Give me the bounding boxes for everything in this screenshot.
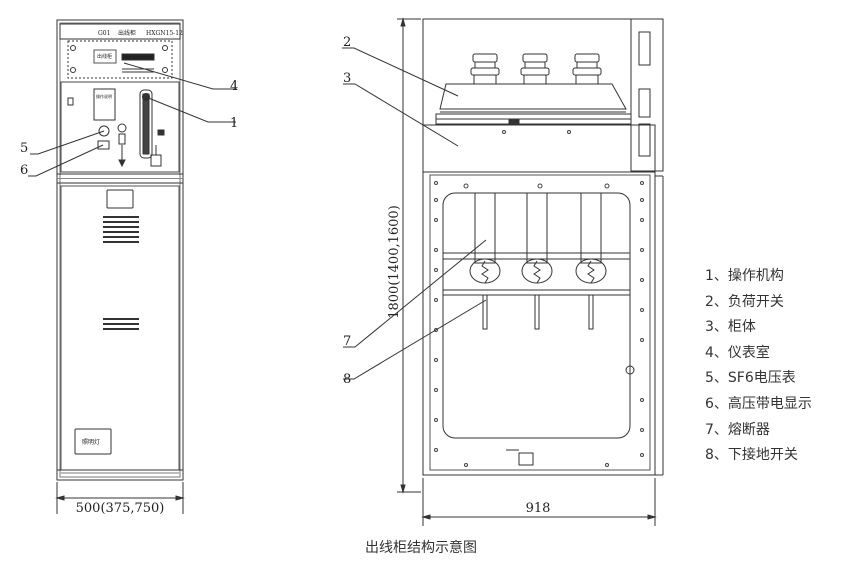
leader-lines <box>28 47 487 380</box>
diagram-caption: 出线柜结构示意图 <box>365 540 477 556</box>
callout-8: 8 <box>343 372 351 387</box>
callout-3: 3 <box>343 71 351 86</box>
live-indicator <box>97 140 110 150</box>
front-header-plate <box>59 23 181 40</box>
front-header-code: G01 <box>98 30 110 37</box>
cabinet-body <box>422 124 656 476</box>
legend-item: 3、柜体 <box>705 319 756 336</box>
front-cabinet-outline <box>56 19 184 481</box>
panel-label: 操作说明 <box>96 93 112 99</box>
legend-item: 1、操作机构 <box>705 268 784 284</box>
side-depth-dimension <box>421 478 657 526</box>
legend-item: 6、高压带电显示 <box>705 395 812 412</box>
front-header-name: 出线柜 <box>118 29 136 37</box>
callout-4: 4 <box>230 79 238 94</box>
front-width-label: 500(375,750) <box>76 501 165 516</box>
legend-item: 8、下接地开关 <box>705 447 798 464</box>
legend-item: 2、负荷开关 <box>705 293 784 310</box>
front-view <box>56 19 184 481</box>
component-legend: 1、操作机构 2、负荷开关 3、柜体 4、仪表室 5、SF6电压表 6、高压带电… <box>705 264 812 469</box>
callout-5: 5 <box>20 141 28 156</box>
indicator-label: 出线柜 <box>97 53 112 60</box>
legend-item: 4、仪表室 <box>705 344 770 361</box>
front-vent-holes <box>103 216 139 330</box>
sf6-gauge <box>98 125 110 137</box>
fuse-compartment <box>442 192 631 439</box>
legend-item: 7、熔断器 <box>705 421 770 438</box>
legend-item: 5、SF6电压表 <box>705 370 796 387</box>
callout-2: 2 <box>343 35 351 50</box>
callout-6: 6 <box>20 163 28 178</box>
operating-panel <box>60 81 180 173</box>
top-insulators <box>470 53 602 85</box>
side-view <box>422 18 664 476</box>
front-header-model: HXGN15-12 <box>146 30 183 37</box>
callout-1: 1 <box>230 116 238 131</box>
callout-7: 7 <box>343 334 351 349</box>
load-switch-body <box>439 83 627 110</box>
side-height-label: 1800(1400,1600) <box>387 205 402 319</box>
side-height-dimension <box>397 17 421 494</box>
lamp-label: 照明灯 <box>82 438 100 446</box>
front-width-dimension <box>55 482 185 514</box>
side-depth-label: 918 <box>526 501 551 516</box>
fuses <box>443 192 630 330</box>
instrument-room <box>67 40 173 79</box>
side-rivets <box>434 130 644 467</box>
